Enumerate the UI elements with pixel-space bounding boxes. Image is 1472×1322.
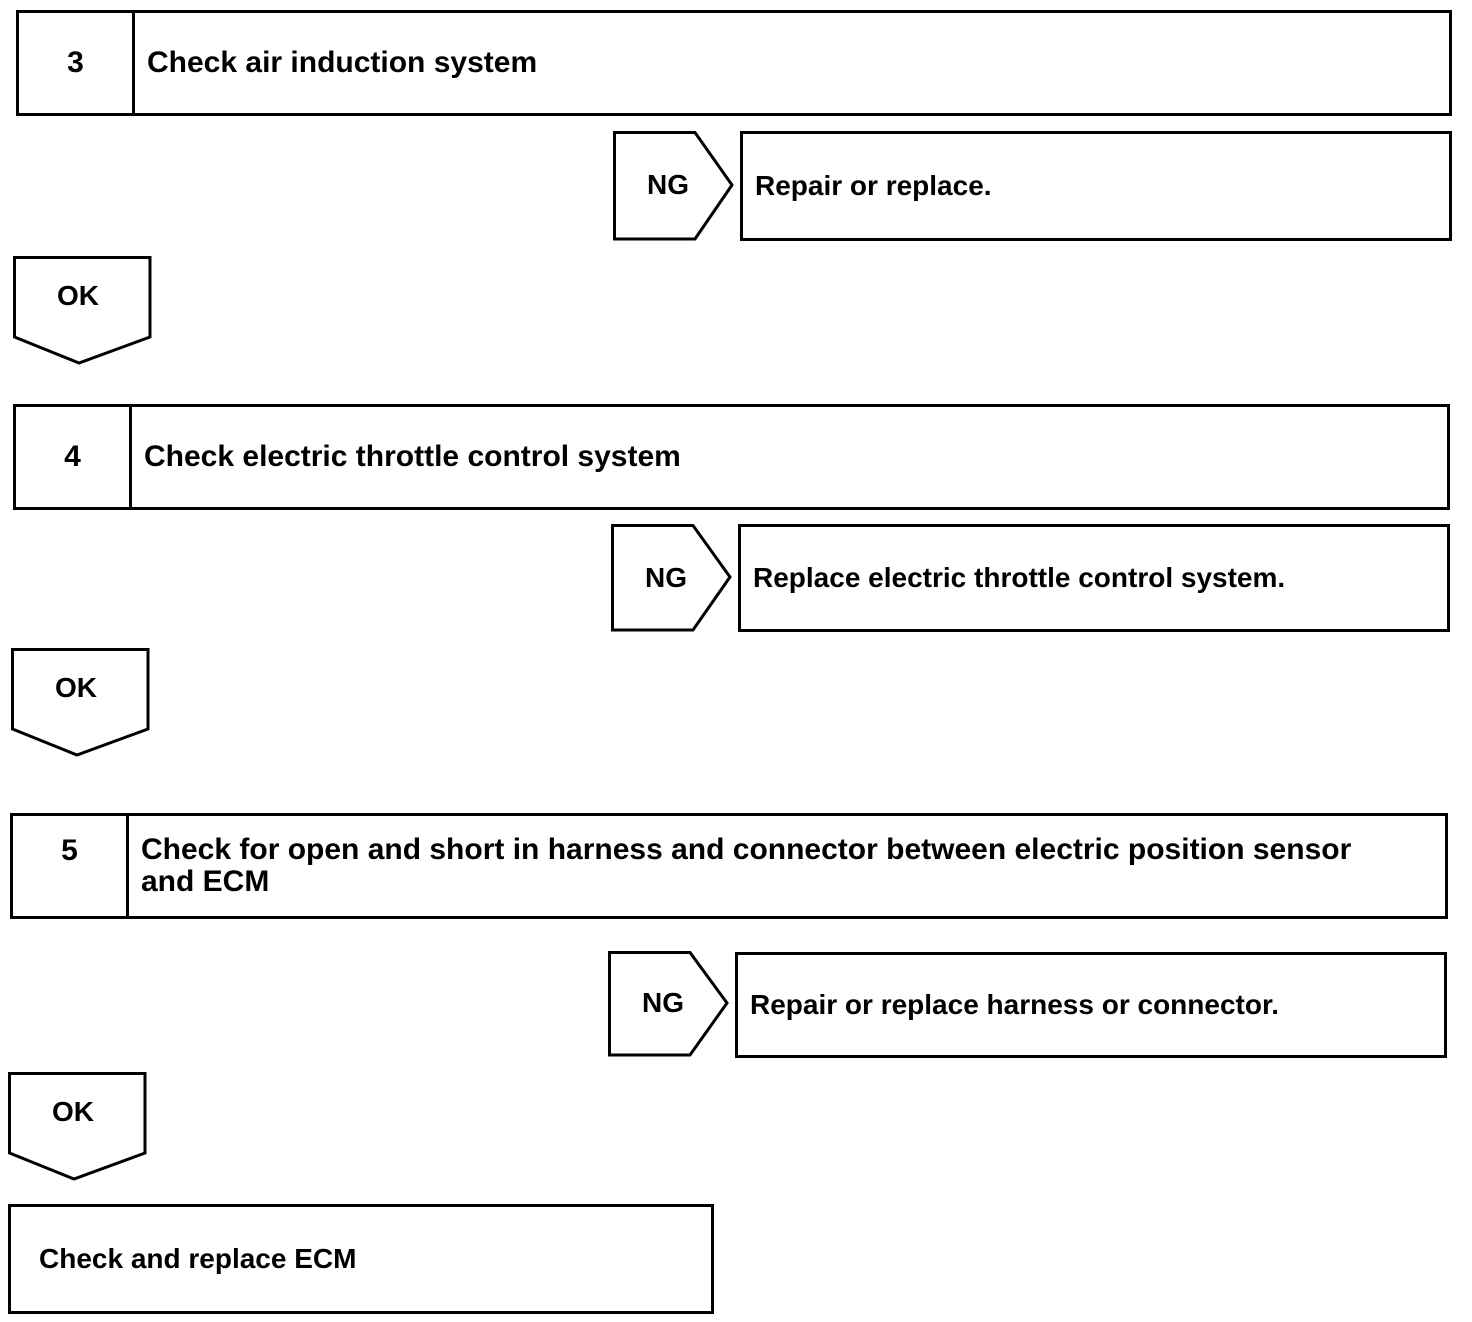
step-4-ng-result: Replace electric throttle control system… (738, 524, 1450, 632)
step-4-ng-arrow: NG (611, 524, 733, 632)
down-arrow-shape (13, 256, 152, 365)
step-3-ng-result: Repair or replace. (740, 131, 1452, 241)
ok-label: OK (57, 280, 99, 311)
ng-action-text: Replace electric throttle control system… (753, 562, 1286, 593)
step-3-ok-arrow: OK (13, 256, 153, 366)
right-arrow-shape (613, 131, 734, 241)
step-title: Check air induction system (147, 46, 538, 80)
ng-label: NG (647, 169, 689, 200)
step-5-box: 5 Check for open and short in harness an… (10, 813, 1448, 919)
down-arrow-shape (11, 648, 150, 757)
final-action-box: Check and replace ECM (8, 1204, 714, 1314)
step-number: 3 (19, 13, 135, 113)
ok-label: OK (55, 672, 97, 703)
step-number: 4 (16, 407, 132, 507)
final-action-text: Check and replace ECM (39, 1243, 357, 1274)
step-4-box: 4 Check electric throttle control system (13, 404, 1450, 510)
right-arrow-shape (608, 951, 729, 1057)
step-title: Check electric throttle control system (144, 440, 681, 474)
ng-action-text: Repair or replace harness or connector. (750, 989, 1280, 1020)
ok-label: OK (52, 1096, 94, 1127)
ng-label: NG (645, 562, 687, 593)
step-5-ok-arrow: OK (8, 1072, 148, 1182)
step-5-ng-arrow: NG (608, 951, 730, 1057)
right-arrow-shape (611, 524, 732, 632)
ng-action-text: Repair or replace. (755, 170, 992, 201)
step-3-ng-arrow: NG (613, 131, 735, 241)
step-3-box: 3 Check air induction system (16, 10, 1452, 116)
down-arrow-shape (8, 1072, 147, 1181)
step-number: 5 (13, 816, 129, 916)
step-title: Check for open and short in harness and … (129, 816, 1445, 916)
step-5-ng-result: Repair or replace harness or connector. (735, 952, 1447, 1058)
step-title-text: Check for open and short in harness and … (141, 833, 1352, 898)
step-4-ok-arrow: OK (11, 648, 151, 758)
ng-label: NG (642, 987, 684, 1018)
